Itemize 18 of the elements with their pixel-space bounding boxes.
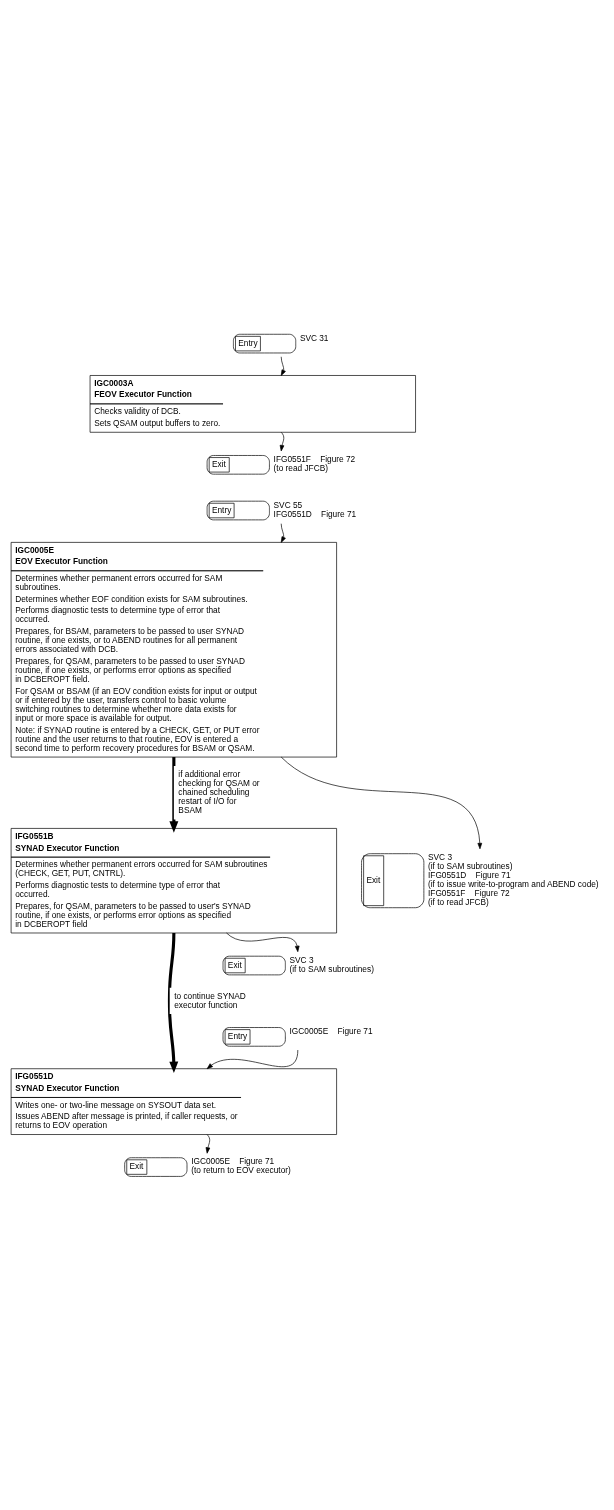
node-label: IFG0551F Figure 72 (428, 888, 510, 899)
node-label: SVC 3 (428, 852, 453, 863)
edge-label: to continue SYNAD executor function (174, 990, 246, 1010)
node-label: (if to read JFCB) (428, 897, 489, 908)
node-label: (if to issue write-to-program and ABEND code) (428, 879, 599, 890)
node-label: (to read JFCB) (273, 463, 328, 474)
node-label: (to return to EOV executor) (191, 1165, 291, 1176)
node-label: IFG0551D Figure 71 (428, 870, 511, 881)
node-label: SVC 55 (273, 499, 303, 510)
node-label: IGC0005E Figure 71 (289, 1026, 373, 1037)
node-label: (if to SAM subroutines) (428, 861, 513, 872)
node-label: (if to SAM subroutines) (289, 963, 374, 974)
node-label: SVC 3 (289, 954, 314, 965)
edge-label: if additional error checking for QSAM or chained scheduling restart of I/O for BSAM (178, 769, 260, 816)
node-label: IFG0551F Figure 72 (273, 454, 356, 465)
node-label: SVC 31 (299, 332, 329, 343)
node-label: IFG0551D Figure 71 (273, 508, 357, 519)
node-label: IGC0005E Figure 71 (191, 1156, 275, 1167)
